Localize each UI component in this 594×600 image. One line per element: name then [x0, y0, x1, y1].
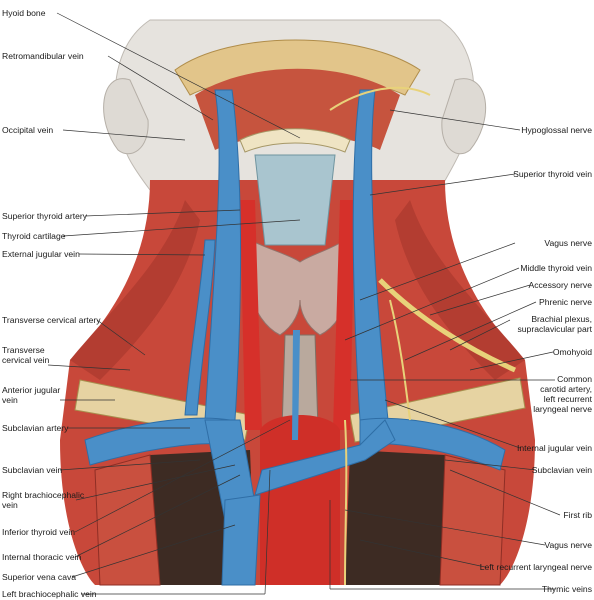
label-subclavian-vein-left: Subclavian vein — [531, 465, 592, 475]
aortic-arch — [260, 415, 340, 585]
right-ear — [103, 78, 149, 155]
label-thymic-veins: Thymic veins — [541, 584, 592, 594]
phrenic-nerve — [389, 299, 411, 421]
label-transverse-cervical-artery: Transverse cervical artery — [2, 315, 101, 325]
hypoglossal-nerve — [329, 86, 431, 111]
left-brachiocephalic-vein — [254, 419, 396, 496]
label-left-brachiocephalic-vein: Left brachiocephalic vein — [2, 589, 97, 599]
label-omohyoid: Omohyoid — [552, 347, 592, 357]
label-subclavian-artery: Subclavian artery — [2, 423, 69, 433]
label-transverse-cervical-vein: Transverse cervical vein — [2, 345, 50, 365]
label-thyroid-cartilage: Thyroid cartilage — [2, 231, 66, 241]
superior-vena-cava — [221, 494, 261, 586]
label-superior-vena-cava: Superior vena cava — [2, 572, 77, 582]
label-middle-thyroid-vein: Middle thyroid vein — [520, 263, 592, 273]
label-phrenic-nerve: Phrenic nerve — [538, 297, 592, 307]
left-rib-block — [439, 454, 506, 586]
label-hyoid-bone: Hyoid bone — [2, 8, 46, 18]
label-external-jugular-vein: External jugular vein — [2, 249, 80, 259]
leader-lines-right — [329, 109, 561, 590]
right-common-carotid — [240, 200, 262, 430]
inferior-thyroid-veins — [292, 330, 300, 440]
trapezius-right — [70, 200, 200, 380]
label-vagus-nerve-upper: Vagus nerve — [544, 238, 592, 248]
label-superior-thyroid-artery: Superior thyroid artery — [2, 211, 88, 221]
submandibular-muscles — [195, 68, 400, 150]
label-internal-jugular-vein: Internal jugular vein — [516, 443, 592, 453]
label-internal-thoracic-vein: Internal thoracic vein — [2, 552, 82, 562]
label-inferior-thyroid-vein: Inferior thyroid vein — [2, 527, 76, 537]
left-ear — [441, 78, 487, 155]
brachial-plexus — [378, 278, 517, 373]
label-vagus-nerve-lower: Vagus nerve — [544, 540, 592, 550]
label-right-brachiocephalic-vein: Right brachiocephalic vein — [2, 490, 85, 510]
label-first-rib: First rib — [563, 510, 592, 520]
thyroid-gland — [245, 239, 353, 336]
label-accessory-nerve: Accessory nerve — [528, 280, 592, 290]
label-retromandibular-vein: Retromandibular vein — [2, 51, 84, 61]
left-thoracic-opening — [345, 450, 445, 585]
label-brachial-plexus: Brachial plexus, supraclavicular part — [517, 314, 592, 334]
left-common-carotid — [333, 200, 355, 430]
right-rib-block — [94, 454, 161, 586]
label-occipital-vein: Occipital vein — [2, 125, 54, 135]
trapezius-left — [395, 200, 525, 380]
label-left-recurrent-laryngeal-nerve: Left recurrent laryngeal nerve — [479, 562, 592, 572]
label-superior-thyroid-vein: Superior thyroid vein — [513, 169, 592, 179]
label-common-carotid-artery: Common carotid artery, left recurrent la… — [533, 374, 592, 414]
vagus-nerve — [344, 419, 348, 586]
hyoid-bone — [239, 128, 351, 153]
label-subclavian-vein-right: Subclavian vein — [2, 465, 63, 475]
leader-lines-left — [47, 12, 301, 595]
thyroid-cartilage — [254, 154, 336, 246]
label-hypoglossal-nerve: Hypoglossal nerve — [521, 125, 592, 135]
external-jugular-vein — [184, 239, 216, 416]
label-anterior-jugular-vein: Anterior jugular vein — [2, 385, 61, 405]
